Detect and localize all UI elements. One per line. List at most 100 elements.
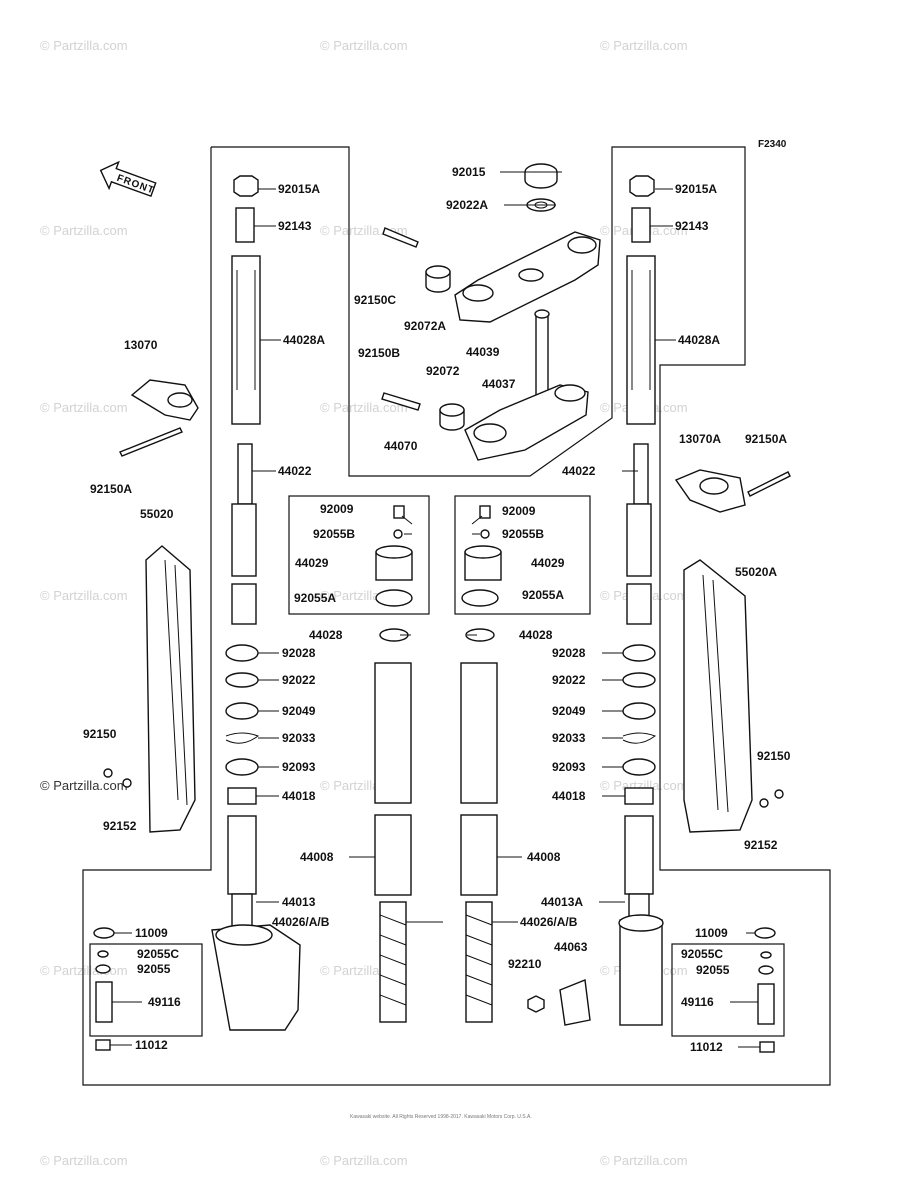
part-label: 11009 (135, 926, 168, 940)
watermark: © Partzilla.com (320, 38, 408, 53)
part-label: 92009 (502, 504, 536, 518)
damper-rod-right (624, 815, 654, 931)
part-label: 44063 (554, 940, 588, 954)
part-label: 92028 (552, 646, 586, 660)
part-label: 11012 (690, 1040, 723, 1054)
part-label: 13070A (679, 432, 721, 446)
part-label: 44029 (531, 556, 565, 570)
part-label: 92015A (675, 182, 717, 196)
part-label: 92150 (83, 727, 117, 741)
part-label: 55020A (735, 565, 777, 579)
part-label: 92055 (696, 963, 730, 977)
watermark: © Partzilla.com (40, 963, 128, 978)
part-label: 44013 (282, 895, 316, 909)
part-label: 44026/A/B (520, 915, 578, 929)
part-label: 92055A (522, 588, 564, 602)
seal-stack-right (465, 628, 657, 805)
fork-cap-right (461, 505, 502, 607)
part-label: 92143 (675, 219, 709, 233)
fork-guard-right (683, 559, 753, 833)
part-label: 44037 (482, 377, 516, 391)
inner-tube-right (460, 662, 498, 896)
part-label: 92055B (502, 527, 544, 541)
upper-triple-clamp (382, 163, 601, 323)
watermark: © Partzilla.com (40, 38, 128, 53)
part-label: 92009 (320, 502, 354, 516)
part-label: 44028A (678, 333, 720, 347)
fork-clamp-left (119, 379, 199, 457)
part-label: 92072 (426, 364, 460, 378)
part-label: 92049 (552, 704, 586, 718)
part-label: 44028A (283, 333, 325, 347)
part-label: 92055A (294, 591, 336, 605)
part-label: 44022 (278, 464, 312, 478)
part-label: 44070 (384, 439, 418, 453)
figure-code: F2340 (758, 139, 787, 150)
watermark: © Partzilla.com (320, 1153, 408, 1168)
fork-clamp-right (674, 469, 791, 513)
outer-tube-bottom-right (618, 914, 664, 1026)
part-label: 13070 (124, 338, 158, 352)
part-label: 92049 (282, 704, 316, 718)
part-label: 92022A (446, 198, 488, 212)
seal-stack-left (225, 628, 409, 805)
watermark: © Partzilla.com (40, 778, 128, 793)
part-label: 92150C (354, 293, 396, 307)
watermark: © Partzilla.com (40, 400, 128, 415)
part-label: 92055C (137, 947, 179, 961)
part-label: 92150A (745, 432, 787, 446)
watermark: © Partzilla.com (40, 1153, 128, 1168)
part-label: 44028 (519, 628, 553, 642)
part-label: 44018 (282, 789, 316, 803)
watermark: © Partzilla.com (320, 400, 408, 415)
inner-tube-left (374, 662, 412, 896)
right-fork-upper (626, 175, 656, 625)
part-label: 44018 (552, 789, 586, 803)
watermark: © Partzilla.com (40, 223, 128, 238)
leader-lines (110, 171, 760, 1048)
fork-cap-left (375, 505, 413, 607)
part-label: 92093 (552, 760, 586, 774)
part-label: 44028 (309, 628, 343, 642)
part-label: 92152 (103, 819, 137, 833)
watermark: © Partzilla.com (40, 588, 128, 603)
part-label: 92152 (744, 838, 778, 852)
spring-left (379, 901, 407, 1023)
watermark: © Partzilla.com (600, 1153, 688, 1168)
fork-guard-left (145, 545, 196, 833)
group-outlines (82, 146, 831, 1086)
copyright-text: Kawasaki website. All Rights Reserved 19… (350, 1114, 532, 1120)
part-label: 44026/A/B (272, 915, 330, 929)
part-label: 92028 (282, 646, 316, 660)
spring-right (465, 901, 493, 1023)
small-parts (93, 768, 784, 1053)
part-label: 92055 (137, 962, 171, 976)
part-label: 92033 (282, 731, 316, 745)
part-label: 44008 (527, 850, 561, 864)
part-label: 11009 (695, 926, 728, 940)
part-label: 49116 (148, 995, 181, 1009)
part-label: 92015A (278, 182, 320, 196)
part-label: 92033 (552, 731, 586, 745)
lower-triple-clamp (381, 309, 589, 461)
part-label: 92093 (282, 760, 316, 774)
part-labels: 92015 92022A 92015A 92143 44028A 92150C … (83, 165, 791, 1054)
watermark: © Partzilla.com (600, 38, 688, 53)
part-label: 92055B (313, 527, 355, 541)
part-label: 44008 (300, 850, 334, 864)
part-label: 92022 (552, 673, 586, 687)
part-label: 92150 (757, 749, 791, 763)
part-label: 92150A (90, 482, 132, 496)
axle-clamp (527, 979, 591, 1026)
part-label: 92143 (278, 219, 312, 233)
damper-rod-left (227, 815, 257, 931)
part-label: 92055C (681, 947, 723, 961)
part-label: 92150B (358, 346, 400, 360)
part-label: 44029 (295, 556, 329, 570)
part-label: 92022 (282, 673, 316, 687)
outer-tube-bottom-left (211, 924, 301, 1031)
part-label: 44013A (541, 895, 583, 909)
front-arrow-icon: FRONT (99, 160, 157, 198)
watermark: © Partzilla.com (600, 778, 688, 793)
